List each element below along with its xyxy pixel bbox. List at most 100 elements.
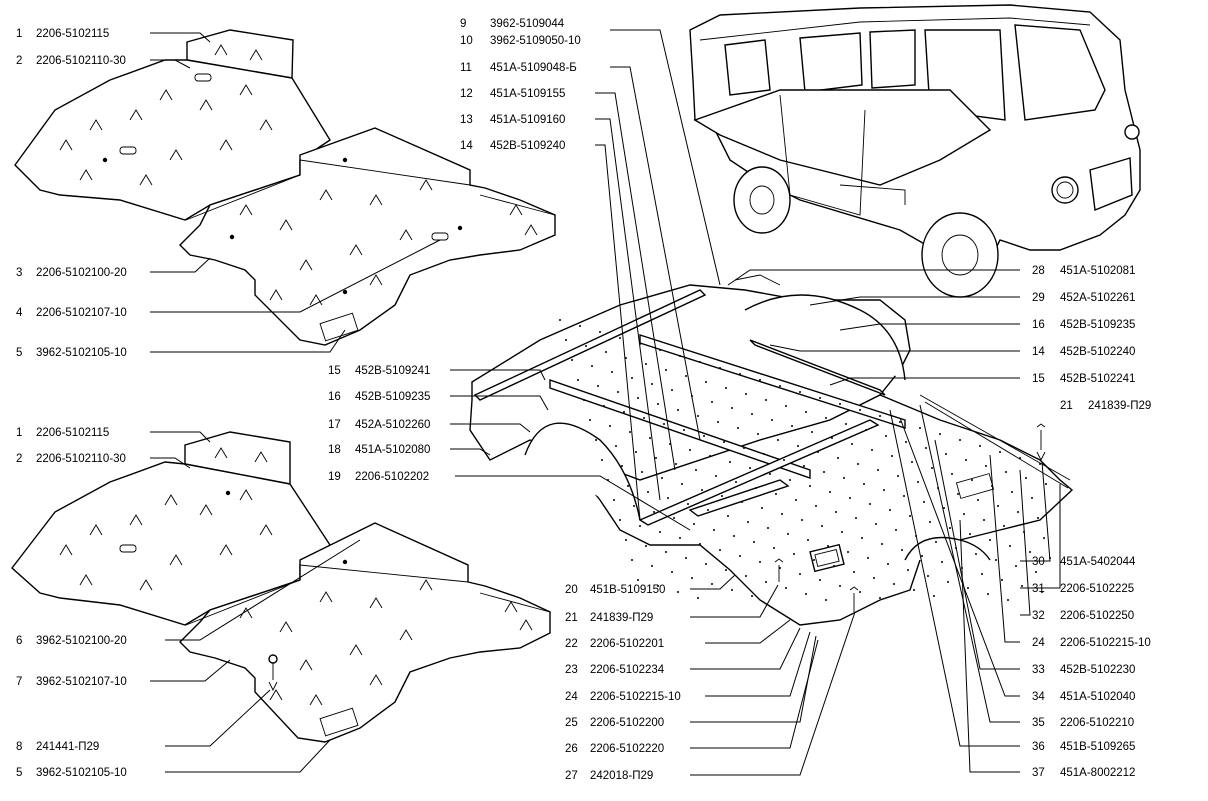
perforation-dot (871, 449, 873, 451)
perforation-dot (631, 559, 633, 561)
perforation-dot (803, 465, 805, 467)
van-rear-hub (749, 185, 775, 215)
perforation-dot (671, 571, 673, 573)
perforation-dot (645, 363, 647, 365)
callout-number: 2 (16, 55, 22, 67)
perforation-dot (703, 435, 705, 437)
perforation-dot (779, 385, 781, 387)
callout-code: 2206-5102250 (1060, 610, 1134, 622)
perforation-dot (827, 545, 829, 547)
perforation-dot (691, 577, 693, 579)
perforation-dot (877, 469, 879, 471)
perforation-dot (679, 355, 681, 357)
callout-code: 452А-5102261 (1060, 292, 1135, 304)
perforation-dot (721, 495, 723, 497)
perforation-dot (717, 421, 719, 423)
perforation-dot (979, 445, 981, 447)
mat-hole (457, 225, 463, 231)
perforation-dot (785, 587, 787, 589)
perforation-dot (969, 533, 971, 535)
perforation-dot (671, 389, 673, 391)
perforation-dot (577, 379, 579, 381)
perforation-dot (843, 477, 845, 479)
perforation-dot (759, 379, 761, 381)
perforation-dot (1041, 591, 1043, 593)
perforation-dot (625, 357, 627, 359)
perforation-dot (995, 559, 997, 561)
perforation-dot (637, 397, 639, 399)
perforation-dot (903, 495, 905, 497)
perforation-dot (685, 557, 687, 559)
callouts-mid: 15 452В-5109241 16 452В-5109235 17 452А-… (328, 365, 430, 483)
callout-code: 451А-5102081 (1060, 265, 1135, 277)
perforation-dot (689, 449, 691, 451)
callout-code: 452В-5109240 (490, 140, 565, 152)
perforation-dot (653, 511, 655, 513)
perforation-dot (589, 419, 591, 421)
perforation-dot (663, 423, 665, 425)
floor-panel-assembly (469, 274, 1074, 626)
perforation-dot (629, 431, 631, 433)
callout-code: 452В-5102230 (1060, 664, 1135, 676)
perforation-dot (763, 453, 765, 455)
perforation-dot (777, 439, 779, 441)
callout-code: 3962-5102105-10 (36, 767, 127, 779)
perforation-dot (737, 427, 739, 429)
perforation-dot (787, 533, 789, 535)
perforation-dot (741, 501, 743, 503)
callout-code: 451В-5109265 (1060, 741, 1135, 753)
van-grille (1089, 157, 1133, 211)
perforation-dot (799, 391, 801, 393)
perforation-dot (765, 581, 767, 583)
perforation-dot (579, 325, 581, 327)
mat-hole-2 (225, 490, 231, 496)
perforation-dot (935, 541, 937, 543)
callout-code: 2206-5102225 (1060, 583, 1134, 595)
perforation-dot (745, 575, 747, 577)
perforation-dot (781, 513, 783, 515)
callout-code: 3962-5102100-20 (36, 635, 127, 647)
callout-number: 4 (16, 307, 23, 319)
perforation-dot (743, 447, 745, 449)
screw-icon (268, 654, 278, 692)
callout-number: 6 (16, 635, 22, 647)
perforation-dot (831, 437, 833, 439)
callout-number: 36 (1032, 741, 1045, 753)
perforation-dot (997, 505, 999, 507)
perforation-dot (887, 563, 889, 565)
callout-code: 2206-5102115 (36, 28, 109, 40)
perforation-dot (823, 471, 825, 473)
perforation-dot (719, 549, 721, 551)
perforation-dot (899, 421, 901, 423)
floor-strip (639, 334, 906, 429)
callout-number: 37 (1032, 767, 1045, 779)
perforation-dot (989, 539, 991, 541)
perforation-dot (687, 503, 689, 505)
perforation-dot (933, 595, 935, 597)
perforation-dot (711, 401, 713, 403)
callout-number: 16 (328, 391, 341, 403)
floor-hatch-inner (814, 548, 840, 568)
callout-code: 241839-П29 (590, 612, 653, 624)
mat-hole (229, 234, 235, 240)
perforation-dot (725, 569, 727, 571)
perforation-dot (861, 537, 863, 539)
perforation-dot (651, 565, 653, 567)
van-window (799, 32, 863, 93)
perforation-dot (727, 515, 729, 517)
perforation-dot (817, 451, 819, 453)
perforation-dot (987, 593, 989, 595)
mat-hatch-2 (319, 707, 359, 737)
callout-number: 32 (1032, 610, 1045, 622)
perforation-dot (733, 535, 735, 537)
callouts-bottom: 20 451В-5109150 21 241839-П29 22 2206-51… (565, 584, 681, 782)
mat-main-panel (14, 59, 331, 221)
perforation-dot (869, 503, 871, 505)
perforation-dot (655, 457, 657, 459)
perforation-dot (747, 521, 749, 523)
perforation-dot (851, 443, 853, 445)
perforation-dot (793, 553, 795, 555)
perforation-dot (847, 551, 849, 553)
mat-rear-panel-2 (184, 431, 291, 485)
mat-slot (194, 73, 212, 82)
